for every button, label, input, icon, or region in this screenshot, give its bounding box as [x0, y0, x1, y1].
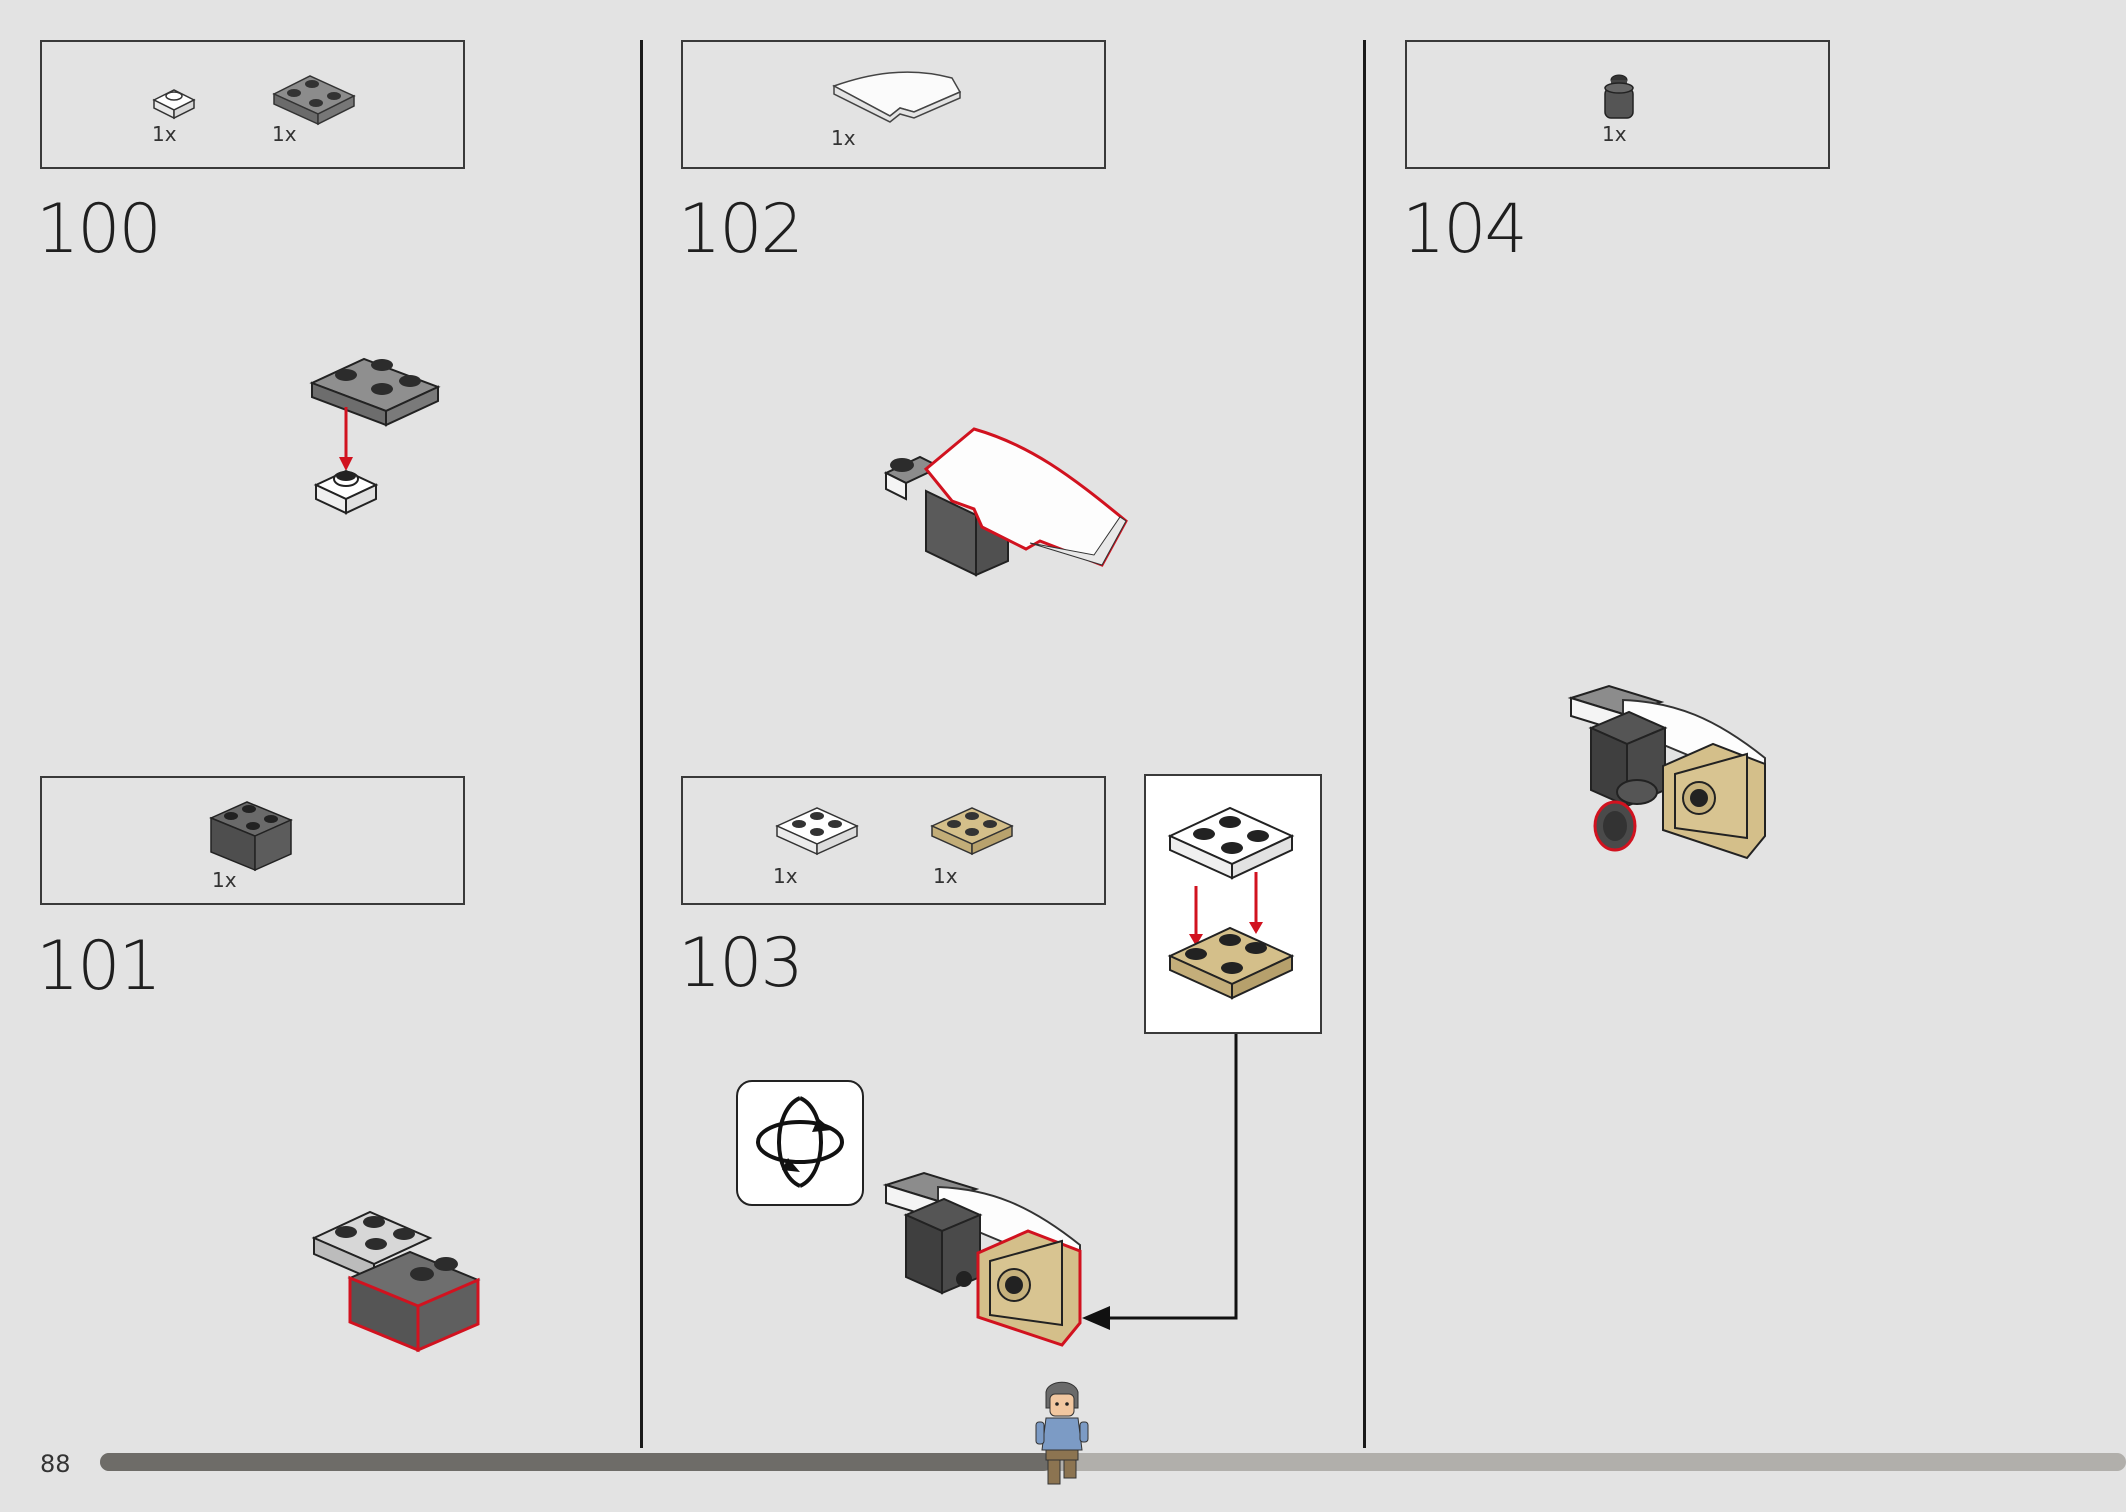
part-qty: 1x	[831, 126, 856, 150]
step-103-assembly	[882, 1171, 1082, 1347]
dark-gray-corner-brick-part	[209, 801, 293, 872]
step-101-assembly	[311, 1210, 481, 1353]
rotate-model-icon	[756, 1096, 844, 1188]
parts-list-step-101: 1x	[40, 776, 465, 905]
white-2x2-plate-part	[775, 807, 859, 856]
parts-list-step-100: 1x 1x	[40, 40, 465, 169]
step-104-assembly	[1567, 684, 1766, 860]
step-100-assembly	[309, 357, 441, 515]
part-qty: 1x	[1602, 122, 1627, 146]
step-102-assembly	[883, 427, 1128, 577]
parts-list-step-102: 1x	[681, 40, 1106, 169]
step-number-100: 100	[36, 190, 162, 269]
dark-gray-round-brick-part	[1604, 74, 1634, 119]
part-qty: 1x	[773, 864, 798, 888]
step-number-103: 103	[678, 924, 804, 1003]
column-divider-1	[640, 40, 643, 1448]
parts-list-step-104: 1x	[1405, 40, 1830, 169]
step-number-102: 102	[678, 190, 804, 269]
column-divider-2	[1363, 40, 1366, 1448]
callout-connector-arrow	[1082, 1034, 1238, 1330]
part-qty: 1x	[212, 868, 237, 892]
part-qty: 1x	[272, 122, 297, 146]
progress-fill	[100, 1453, 1052, 1471]
page-number: 88	[40, 1450, 71, 1478]
sub-assembly-plates	[1167, 806, 1295, 1000]
sub-assembly-callout	[1144, 774, 1322, 1034]
step-number-101: 101	[36, 927, 162, 1006]
white-curved-slope-part	[832, 71, 962, 123]
gray-corner-plate-part	[272, 75, 356, 126]
white-round-plate-part	[152, 89, 196, 120]
rotate-model-callout	[736, 1080, 864, 1206]
step-number-104: 104	[1402, 190, 1528, 269]
tan-2x2-plate-part	[930, 807, 1014, 856]
part-qty: 1x	[152, 122, 177, 146]
minifigure-progress-icon	[1035, 1381, 1089, 1485]
part-qty: 1x	[933, 864, 958, 888]
parts-list-step-103: 1x 1x	[681, 776, 1106, 905]
